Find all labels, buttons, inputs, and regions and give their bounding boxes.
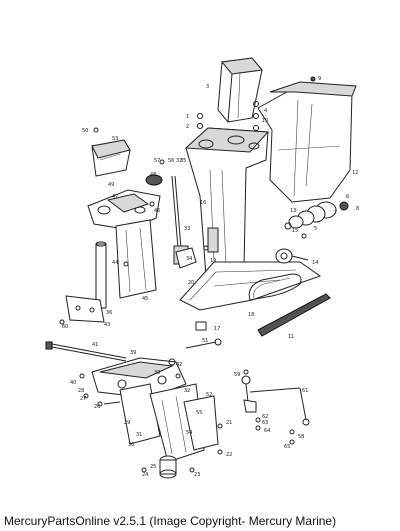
callout-65: 65 bbox=[284, 444, 290, 450]
callout-59: 59 bbox=[234, 372, 240, 378]
callout-33: 33 bbox=[184, 226, 190, 232]
mount-tube bbox=[95, 241, 107, 309]
callout-63: 63 bbox=[262, 420, 268, 426]
callout-62: 62 bbox=[262, 414, 268, 420]
drive-shaft-housing bbox=[184, 127, 270, 277]
callout-7: 7 bbox=[334, 210, 337, 216]
callout-47: 47 bbox=[112, 194, 118, 200]
callout-30: 30 bbox=[128, 442, 134, 448]
steering-handle-bracket bbox=[91, 139, 131, 177]
shift-rod bbox=[171, 175, 197, 269]
callout-15: 15 bbox=[292, 228, 298, 234]
callout-45: 45 bbox=[142, 296, 148, 302]
hardware bbox=[59, 76, 316, 473]
callout-13: 13 bbox=[290, 208, 296, 214]
callout-39: 39 bbox=[130, 350, 136, 356]
callout-6: 6 bbox=[346, 194, 349, 200]
callout-2: 2 bbox=[186, 124, 189, 130]
callout-52: 52 bbox=[206, 392, 212, 398]
callout-29: 29 bbox=[124, 420, 130, 426]
callout-10: 10 bbox=[262, 118, 268, 124]
callout-56: 56 bbox=[168, 158, 174, 164]
lower-cowl bbox=[257, 81, 357, 203]
callout-46: 46 bbox=[154, 208, 160, 214]
image-caption: MercuryPartsOnline v2.5.1 (Image Copyrig… bbox=[4, 514, 337, 528]
callout-27: 27 bbox=[80, 396, 86, 402]
small-bracket bbox=[65, 295, 105, 323]
callout-42: 42 bbox=[176, 362, 182, 368]
callout-12: 12 bbox=[352, 170, 358, 176]
callout-1: 1 bbox=[186, 114, 189, 120]
callout-36: 36 bbox=[106, 310, 112, 316]
callout-54: 54 bbox=[186, 430, 192, 436]
callout-labels: 1 2 3 4 5 6 7 8 9 10 11 12 13 14 15 16 1… bbox=[62, 76, 359, 478]
callout-51: 51 bbox=[202, 338, 208, 344]
callout-8: 8 bbox=[356, 206, 359, 212]
callout-11: 11 bbox=[288, 334, 294, 340]
callout-35: 35 bbox=[180, 158, 186, 164]
callout-43: 43 bbox=[104, 322, 110, 328]
callout-40: 40 bbox=[70, 380, 76, 386]
callout-28: 28 bbox=[78, 388, 84, 394]
anode-strip bbox=[257, 293, 331, 337]
callout-50: 50 bbox=[82, 128, 88, 134]
callout-14: 14 bbox=[312, 260, 318, 266]
callout-22: 22 bbox=[226, 452, 232, 458]
callout-49: 49 bbox=[108, 182, 114, 188]
callout-37: 37 bbox=[176, 158, 182, 164]
exhaust-tube bbox=[217, 57, 263, 123]
callout-20: 20 bbox=[188, 280, 194, 286]
callout-9: 9 bbox=[318, 76, 321, 82]
callout-64: 64 bbox=[264, 428, 270, 434]
seal-strip bbox=[248, 273, 302, 301]
callout-31: 31 bbox=[136, 432, 142, 438]
callout-25: 25 bbox=[150, 464, 156, 470]
upper-mount-assembly bbox=[87, 174, 163, 299]
callout-19: 19 bbox=[210, 258, 216, 264]
callout-53: 53 bbox=[112, 136, 118, 142]
clamp-bracket-assembly bbox=[91, 357, 219, 479]
exploded-parts-diagram: 1 2 3 4 5 6 7 8 9 10 11 12 13 14 15 16 1… bbox=[45, 57, 359, 479]
callout-48: 48 bbox=[150, 172, 156, 178]
callout-41: 41 bbox=[92, 342, 98, 348]
callout-16: 16 bbox=[200, 200, 206, 206]
callout-61: 61 bbox=[302, 388, 308, 394]
callout-24: 24 bbox=[142, 472, 148, 478]
callout-26: 26 bbox=[94, 404, 100, 410]
callout-5: 5 bbox=[314, 226, 317, 232]
callout-3: 3 bbox=[206, 84, 209, 90]
callout-44: 44 bbox=[112, 260, 118, 266]
callout-17: 17 bbox=[214, 326, 220, 332]
callout-58: 58 bbox=[298, 434, 304, 440]
anti-ventilation-plate bbox=[179, 261, 322, 331]
callout-38: 38 bbox=[154, 370, 160, 376]
rubber-mount bbox=[275, 248, 309, 264]
shift-boot bbox=[284, 201, 349, 230]
callout-18: 18 bbox=[248, 312, 254, 318]
callout-57: 57 bbox=[154, 158, 160, 164]
callout-60: 60 bbox=[62, 324, 68, 330]
callout-23: 23 bbox=[194, 472, 200, 478]
shift-linkage bbox=[241, 375, 310, 426]
long-bolt bbox=[45, 341, 127, 362]
callout-4: 4 bbox=[264, 108, 267, 114]
callout-34: 34 bbox=[186, 256, 192, 262]
callout-32: 32 bbox=[184, 388, 190, 394]
callout-21: 21 bbox=[226, 420, 232, 426]
tilt-pin bbox=[185, 338, 222, 349]
callout-55: 55 bbox=[196, 410, 202, 416]
